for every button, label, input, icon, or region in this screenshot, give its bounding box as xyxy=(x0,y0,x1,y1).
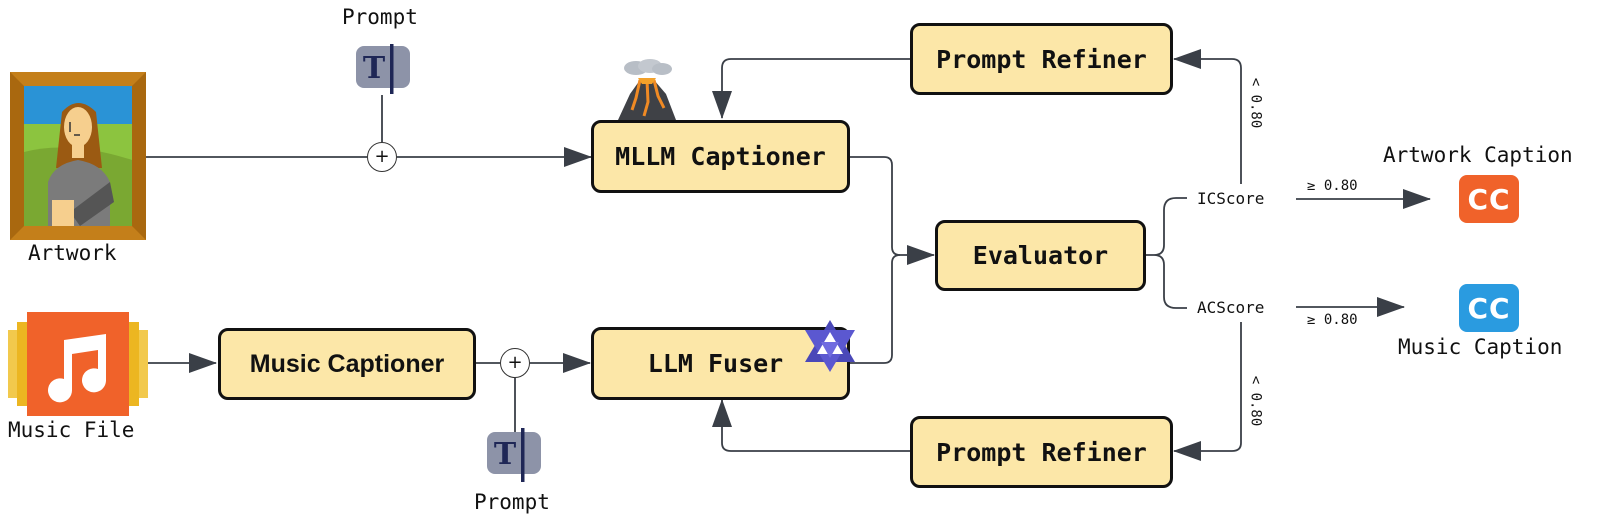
edge-llm-fuser-to-evaluator xyxy=(849,254,901,364)
music-note-file-icon xyxy=(8,312,148,416)
svg-text:T: T xyxy=(494,437,517,472)
music-file-input xyxy=(8,312,148,416)
edge-icscore-fail xyxy=(1173,49,1242,184)
music-captioner-node: Music Captioner xyxy=(218,328,476,400)
prompt-refiner-bottom-node: Prompt Refiner xyxy=(910,416,1173,488)
mona-lisa-frame-icon xyxy=(10,72,146,240)
artwork-input xyxy=(10,72,146,240)
acscore-fail-threshold: < 0.80 xyxy=(1247,375,1264,427)
music-captioner-label: Music Captioner xyxy=(249,349,445,378)
evaluator-label: Evaluator xyxy=(972,241,1109,270)
acscore-pass-threshold: ≥ 0.80 xyxy=(1307,312,1358,328)
evaluator-node: Evaluator xyxy=(935,220,1146,291)
svg-text:T: T xyxy=(363,51,386,86)
icscore-label: ICScore xyxy=(1197,189,1265,208)
edge-mllm-to-evaluator xyxy=(849,156,935,265)
music-file-label: Music File xyxy=(8,418,135,442)
icscore-pass-threshold: ≥ 0.80 xyxy=(1307,178,1358,194)
llm-fuser-node: LLM Fuser xyxy=(591,327,850,400)
prompt-top-label: Prompt xyxy=(342,5,418,29)
edge-evaluator-to-scores xyxy=(1145,197,1187,309)
prompt-bottom-label: Prompt xyxy=(474,490,550,514)
acscore-label: ACScore xyxy=(1197,298,1265,317)
text-cursor-icon: T xyxy=(356,42,410,94)
qwen-star-icon xyxy=(805,320,855,372)
closed-caption-icon: CC xyxy=(1467,291,1511,325)
concat-operator-top: + xyxy=(367,142,397,172)
text-cursor-icon: T xyxy=(487,428,541,482)
edge-acscore-fail xyxy=(1173,322,1242,461)
prompt-refiner-top-node: Prompt Refiner xyxy=(910,23,1173,95)
volcano-icon xyxy=(618,59,676,120)
artwork-label: Artwork xyxy=(28,241,117,265)
icscore-fail-threshold: < 0.80 xyxy=(1247,77,1264,129)
artwork-caption-label: Artwork Caption xyxy=(1383,143,1573,167)
mllm-captioner-node: MLLM Captioner xyxy=(591,120,850,193)
concat-operator-bottom: + xyxy=(500,348,530,378)
mllm-captioner-label: MLLM Captioner xyxy=(615,142,826,171)
closed-caption-icon: CC xyxy=(1467,182,1511,216)
edge-refiner-top-to-mllm xyxy=(712,58,911,119)
prompt-refiner-bottom-label: Prompt Refiner xyxy=(936,437,1147,467)
prompt-bottom-icon: T xyxy=(487,428,541,482)
music-caption-label: Music Caption xyxy=(1398,335,1563,359)
edge-refiner-bottom-to-llm xyxy=(712,399,911,452)
llm-fuser-label: LLM Fuser xyxy=(647,349,784,378)
artwork-caption-badge: CC xyxy=(1459,175,1519,223)
prompt-refiner-top-label: Prompt Refiner xyxy=(936,44,1147,74)
music-caption-badge: CC xyxy=(1459,284,1519,332)
prompt-top-icon: T xyxy=(356,42,410,94)
